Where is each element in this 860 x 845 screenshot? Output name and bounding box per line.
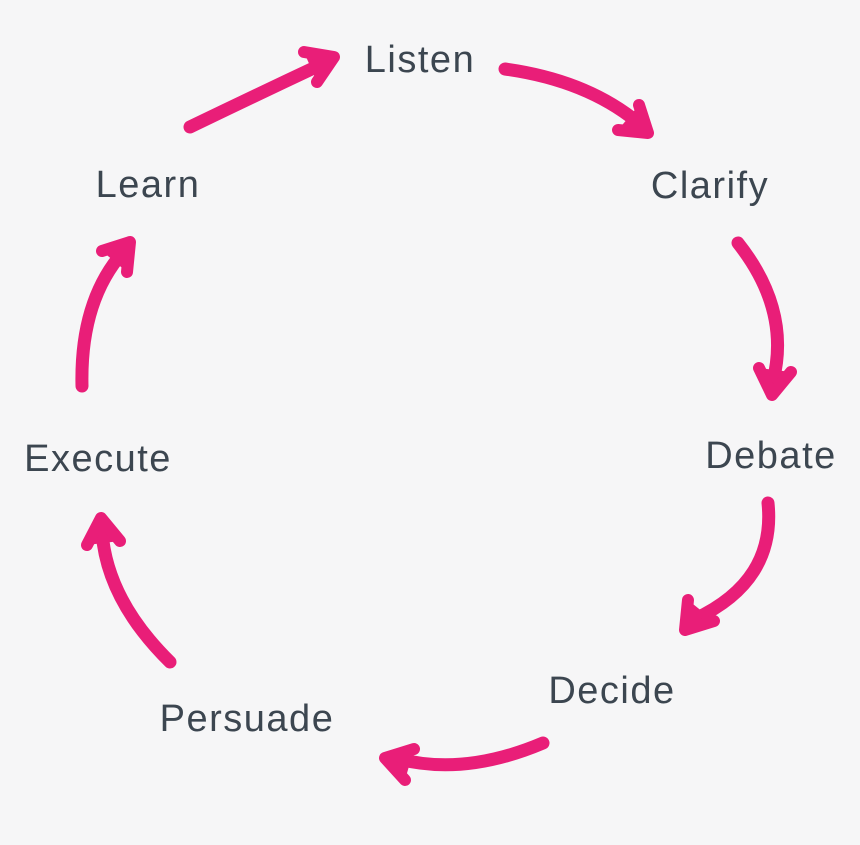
step-label-execute: Execute [24, 438, 172, 480]
arrow-shaft [498, 62, 643, 128]
arrow-clarify-to-debate [731, 236, 797, 401]
arrow-shaft [392, 736, 550, 772]
arrow-shaft [95, 525, 177, 669]
arrow-shaft [688, 496, 776, 626]
arrow-head-icon [298, 46, 340, 88]
arrow-learn-to-listen [183, 46, 340, 134]
arrow-head-icon [612, 99, 654, 139]
arrow-head-icon [81, 512, 126, 551]
arrow-shaft [75, 244, 131, 393]
step-label-decide: Decide [548, 670, 675, 712]
step-label-learn: Learn [96, 164, 201, 206]
arrow-head-icon [679, 594, 720, 636]
arrow-execute-to-learn [75, 236, 136, 393]
step-label-clarify: Clarify [651, 165, 769, 207]
arrow-head-icon [753, 362, 797, 401]
step-label-debate: Debate [705, 435, 837, 477]
arrow-decide-to-persuade [379, 736, 550, 786]
arrow-debate-to-decide [679, 496, 776, 636]
step-label-persuade: Persuade [160, 698, 335, 740]
arrow-persuade-to-execute [81, 512, 177, 669]
arrow-listen-to-clarify [498, 62, 654, 139]
arrow-head-icon [96, 236, 136, 278]
step-label-listen: Listen [365, 39, 475, 81]
arrow-head-icon [379, 743, 420, 786]
arrow-shaft [183, 59, 325, 134]
arrow-shaft [731, 236, 785, 388]
